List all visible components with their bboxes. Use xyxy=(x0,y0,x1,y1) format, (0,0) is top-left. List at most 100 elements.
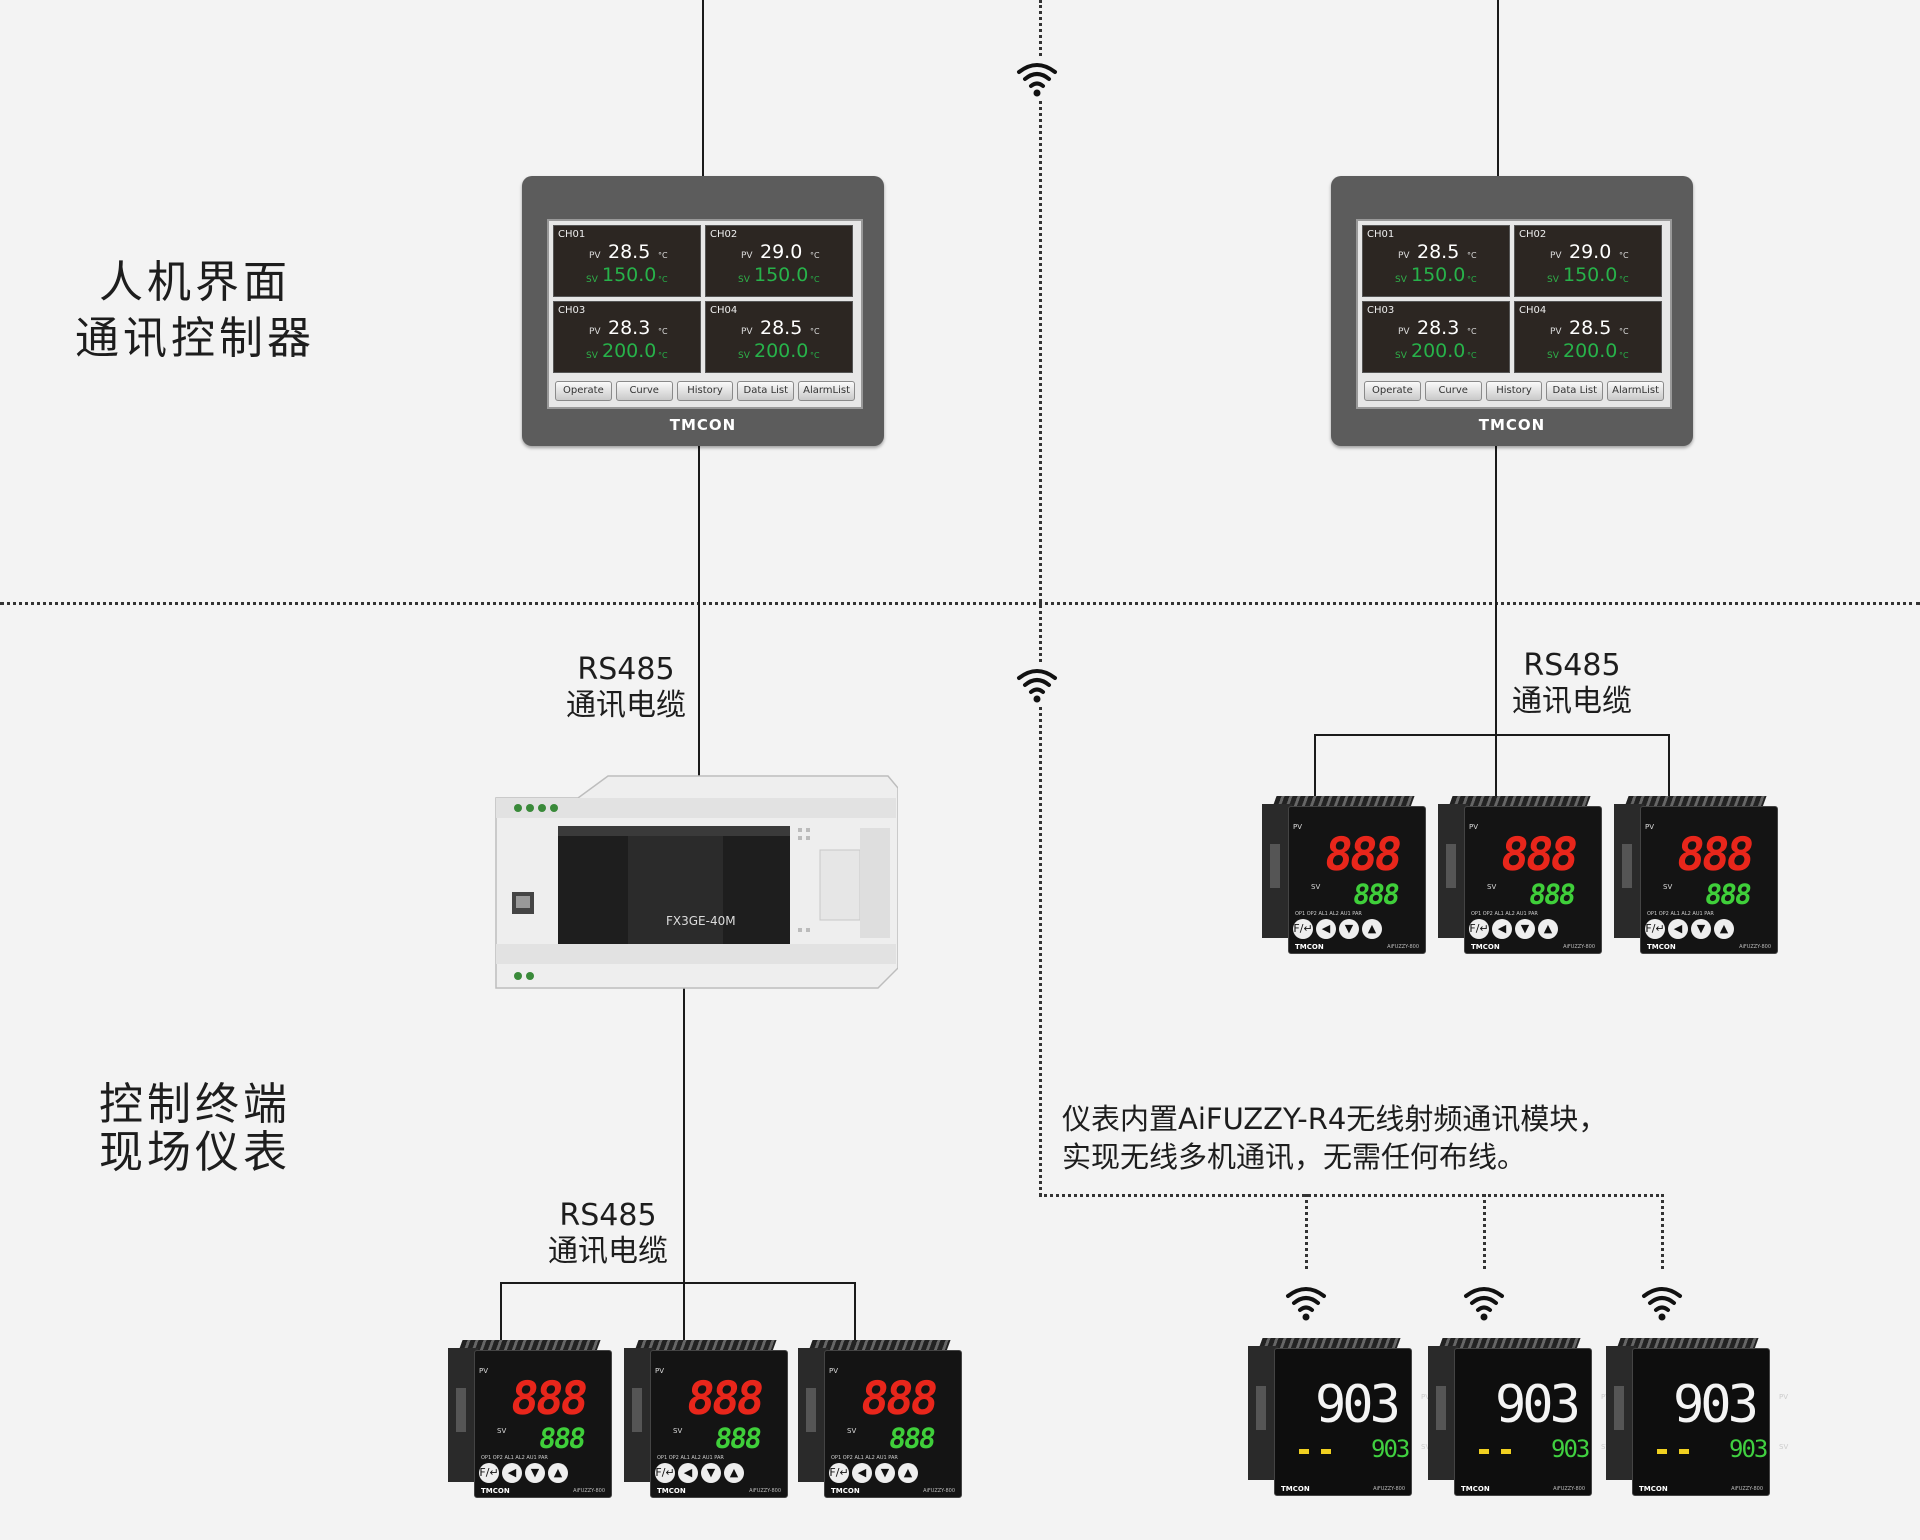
controller-side xyxy=(1428,1346,1458,1480)
layer-label-line: 人机界面 xyxy=(99,257,291,308)
pv-value: 29.0 xyxy=(760,241,803,263)
down-key-icon[interactable]: ▼ xyxy=(875,1463,895,1483)
data-list-button[interactable]: Data List xyxy=(1546,381,1604,401)
sv-label: SV xyxy=(1395,275,1407,285)
controller-face: 903 PV 903 SV TMCON AiFUZZY-800 xyxy=(1454,1348,1610,1496)
temperature-controller: PV 888 SV 888 OP1 OP2 AL1 AL2 AU1 PAR F/… xyxy=(448,1340,612,1498)
up-key-icon[interactable]: ▲ xyxy=(724,1463,744,1483)
function-key-icon[interactable]: F/↵ xyxy=(1645,919,1665,939)
history-button[interactable]: History xyxy=(676,381,734,401)
unit: °C xyxy=(810,351,820,360)
sv-display: 888 xyxy=(536,1422,586,1455)
up-key-icon[interactable]: ▲ xyxy=(898,1463,918,1483)
pv-label: PV xyxy=(1293,823,1303,831)
cable-label-right: RS485 通讯电缆 xyxy=(1492,648,1652,720)
function-key-icon[interactable]: F/↵ xyxy=(1469,919,1489,939)
channel-name: CH04 xyxy=(1519,305,1547,316)
pv-label: PV xyxy=(1645,823,1655,831)
operate-button[interactable]: Operate xyxy=(555,381,612,401)
sv-value: 150.0 xyxy=(754,264,809,286)
up-key-icon[interactable]: ▲ xyxy=(1538,919,1558,939)
left-key-icon[interactable]: ◀ xyxy=(852,1463,872,1483)
operate-button[interactable]: Operate xyxy=(1364,381,1421,401)
pv-value: 28.5 xyxy=(608,241,651,263)
up-key-icon[interactable]: ▲ xyxy=(548,1463,568,1483)
controller-brand: TMCON xyxy=(831,1487,860,1495)
function-key-icon[interactable]: F/↵ xyxy=(829,1463,849,1483)
sv-label: SV xyxy=(586,275,598,285)
pv-label: PV xyxy=(1398,251,1410,261)
hmi-screen: CH01 PV 28.5 °C SV 150.0 °C CH02 PV 29.0… xyxy=(547,219,863,409)
sv-label: SV xyxy=(1311,883,1321,891)
up-key-icon[interactable]: ▲ xyxy=(1362,919,1382,939)
temperature-controller: PV 888 SV 888 OP1 OP2 AL1 AL2 AU1 PAR F/… xyxy=(1262,796,1426,954)
pv-value: 28.5 xyxy=(1417,241,1460,263)
pv-display: 888 xyxy=(1321,827,1403,881)
channel-name: CH03 xyxy=(558,305,586,316)
controller-brand: TMCON xyxy=(1471,943,1500,951)
channel-name: CH04 xyxy=(710,305,738,316)
pv-value: 28.3 xyxy=(1417,317,1460,339)
wireless-divider xyxy=(1039,0,1042,1196)
function-key-icon[interactable]: F/↵ xyxy=(1293,919,1313,939)
sv-label: SV xyxy=(847,1427,857,1435)
left-key-icon[interactable]: ◀ xyxy=(678,1463,698,1483)
pv-display: 888 xyxy=(857,1371,939,1425)
sv-display: 903 xyxy=(1371,1435,1410,1463)
down-key-icon[interactable]: ▼ xyxy=(1515,919,1535,939)
bus-right xyxy=(1314,734,1670,736)
down-key-icon[interactable]: ▼ xyxy=(525,1463,545,1483)
controller-model: AiFUZZY-800 xyxy=(1739,944,1771,950)
curve-button[interactable]: Curve xyxy=(615,381,673,401)
alarm-list-button[interactable]: AlarmList xyxy=(798,381,855,401)
plc-unit: FX3GE-40M xyxy=(488,768,899,994)
controller-face: PV 888 SV 888 OP1 OP2 AL1 AL2 AU1 PAR F/… xyxy=(474,1350,612,1498)
hmi-brand: TMCON xyxy=(1478,416,1546,434)
sv-value: 200.0 xyxy=(1563,340,1618,362)
key-row: F/↵ ◀ ▼ ▲ xyxy=(655,1463,744,1483)
sv-value: 150.0 xyxy=(1411,264,1466,286)
controller-face: PV 888 SV 888 OP1 OP2 AL1 AL2 AU1 PAR F/… xyxy=(1464,806,1602,954)
controller-brand: TMCON xyxy=(1639,1485,1668,1493)
left-key-icon[interactable]: ◀ xyxy=(1668,919,1688,939)
left-key-icon[interactable]: ◀ xyxy=(1316,919,1336,939)
sv-label: SV xyxy=(738,351,750,361)
controller-face: PV 888 SV 888 OP1 OP2 AL1 AL2 AU1 PAR F/… xyxy=(1288,806,1426,954)
controller-model: AiFUZZY-800 xyxy=(1387,944,1419,950)
function-key-icon[interactable]: F/↵ xyxy=(479,1463,499,1483)
down-key-icon[interactable]: ▼ xyxy=(1691,919,1711,939)
history-button[interactable]: History xyxy=(1485,381,1543,401)
down-key-icon[interactable]: ▼ xyxy=(1339,919,1359,939)
wifi-icon xyxy=(1015,662,1059,706)
status-led xyxy=(1321,1449,1331,1454)
alarm-list-button[interactable]: AlarmList xyxy=(1607,381,1664,401)
indicator-row: OP1 OP2 AL1 AL2 AU1 PAR xyxy=(1471,911,1538,917)
hmi-nav-bar: Operate Curve History Data List AlarmLis… xyxy=(1364,381,1664,401)
layer-label-line: 现场仪表 xyxy=(99,1127,291,1178)
sv-display: 903 xyxy=(1729,1435,1768,1463)
down-key-icon[interactable]: ▼ xyxy=(701,1463,721,1483)
sv-value: 150.0 xyxy=(602,264,657,286)
pv-label: PV xyxy=(741,251,753,261)
sv-display: 903 xyxy=(1551,1435,1590,1463)
curve-button[interactable]: Curve xyxy=(1424,381,1482,401)
left-key-icon[interactable]: ◀ xyxy=(502,1463,522,1483)
up-key-icon[interactable]: ▲ xyxy=(1714,919,1734,939)
unit: °C xyxy=(1619,327,1629,336)
controller-brand: TMCON xyxy=(1295,943,1324,951)
sv-value: 150.0 xyxy=(1563,264,1618,286)
temperature-controller: PV 888 SV 888 OP1 OP2 AL1 AL2 AU1 PAR F/… xyxy=(1614,796,1778,954)
key-row: F/↵ ◀ ▼ ▲ xyxy=(1469,919,1558,939)
pv-label: PV xyxy=(589,251,601,261)
function-key-icon[interactable]: F/↵ xyxy=(655,1463,675,1483)
data-list-button[interactable]: Data List xyxy=(737,381,795,401)
left-key-icon[interactable]: ◀ xyxy=(1492,919,1512,939)
channel-name: CH01 xyxy=(1367,229,1395,240)
pv-value: 29.0 xyxy=(1569,241,1612,263)
pv-unit: PV xyxy=(1421,1393,1431,1401)
controller-face: PV 888 SV 888 OP1 OP2 AL1 AL2 AU1 PAR F/… xyxy=(824,1350,962,1498)
controller-face: 903 PV 903 SV TMCON AiFUZZY-800 xyxy=(1274,1348,1430,1496)
pv-display: 888 xyxy=(1673,827,1755,881)
hmi-panel-left: CH01 PV 28.5 °C SV 150.0 °C CH02 PV 29.0… xyxy=(522,176,884,446)
status-led xyxy=(1501,1449,1511,1454)
